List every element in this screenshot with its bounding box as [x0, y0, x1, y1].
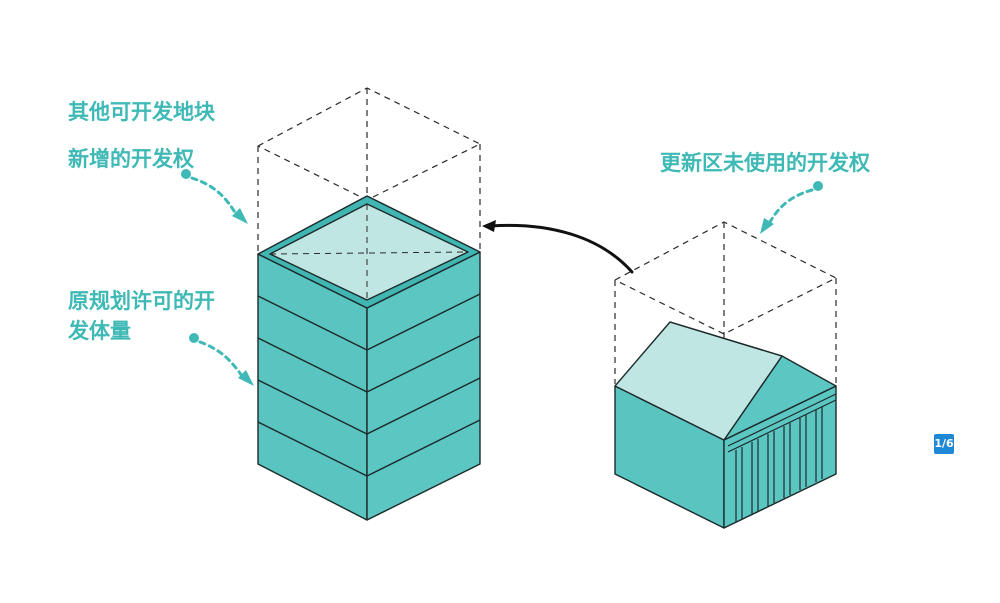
- label-other-land: 其他可开发地块: [68, 100, 215, 124]
- transfer-arrow: [482, 220, 634, 274]
- callout-arrow-new-rights: [181, 169, 248, 224]
- callout-arrow-unused-rights: [760, 181, 823, 234]
- label-original-volume-line1: 原规划许可的开: [68, 289, 215, 313]
- label-new-rights: 新增的开发权: [68, 147, 194, 171]
- label-original-volume-line2: 发体量: [68, 319, 131, 343]
- tower-block: [257, 195, 481, 521]
- page-badge: 1/6: [934, 434, 954, 454]
- tower-envelope-dashed: [257, 87, 482, 254]
- callout-arrow-original-volume: [189, 333, 254, 386]
- tower-top-dashed: [269, 204, 469, 300]
- low-rise-building: [614, 321, 837, 529]
- label-unused-rights: 更新区未使用的开发权: [660, 151, 870, 175]
